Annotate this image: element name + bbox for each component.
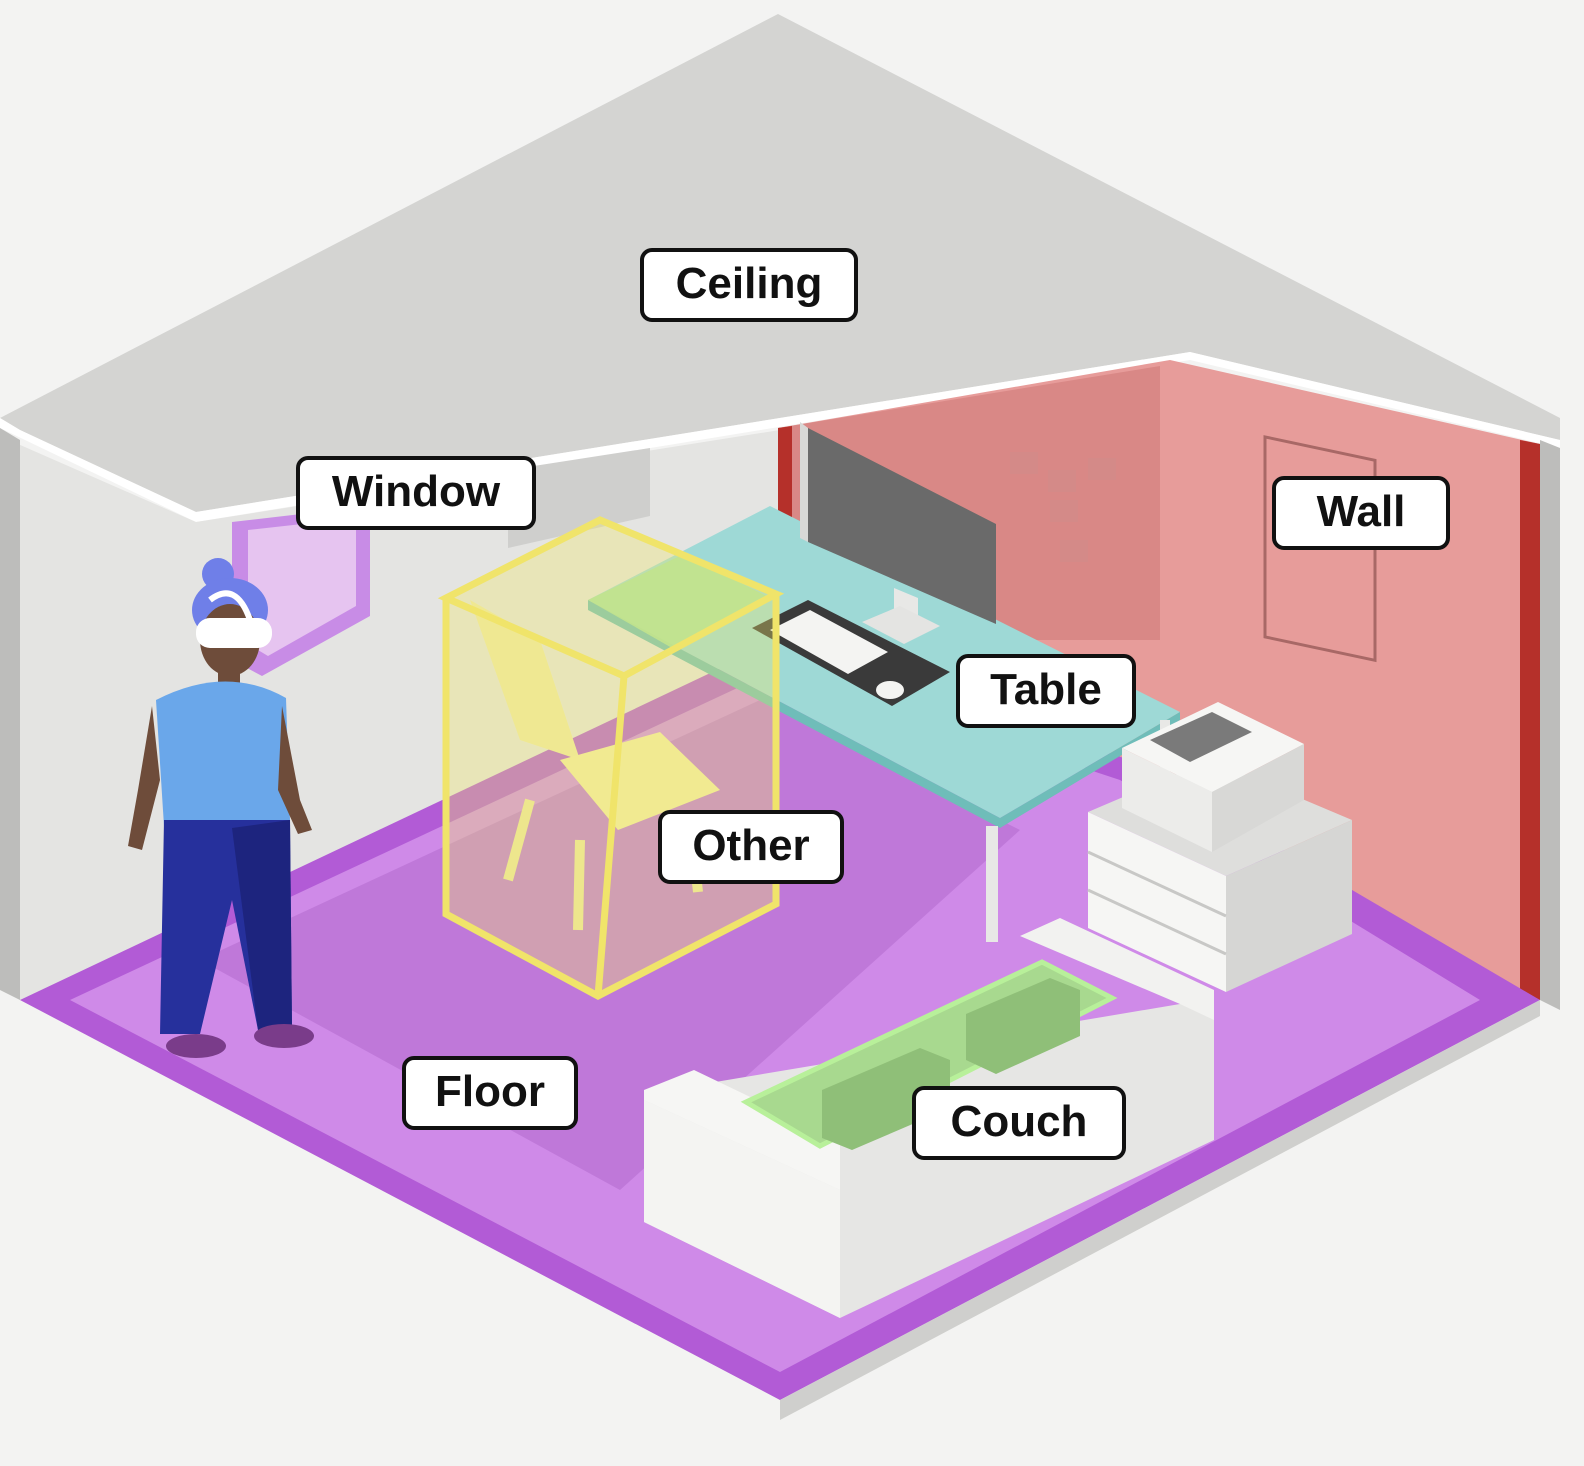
vr-headset-icon — [196, 618, 272, 648]
monitor-screen — [808, 428, 996, 624]
other-box-outline — [437, 516, 785, 1000]
monitor-bezel — [800, 422, 808, 542]
table-green-overlap — [588, 554, 770, 648]
keyboard — [770, 610, 888, 674]
window-glass — [248, 518, 356, 656]
chair-seat — [560, 732, 720, 830]
printer-tray — [1150, 712, 1252, 762]
cabinet-side — [1226, 820, 1352, 992]
monitor-base — [862, 606, 940, 644]
person-shoe-left — [166, 1034, 226, 1058]
person-arm-left — [128, 706, 160, 850]
wall-right-edge — [1520, 440, 1540, 1000]
chair-back — [470, 600, 580, 760]
couch-back-right — [1020, 918, 1214, 1150]
window-label: Window — [296, 456, 536, 530]
wall-picture-frame — [1263, 435, 1377, 663]
wall-note-2 — [1048, 470, 1076, 492]
printer-side — [1212, 744, 1304, 852]
couch-arm-left — [644, 1070, 840, 1190]
mouse — [876, 681, 904, 699]
chair-leg-2 — [573, 839, 585, 931]
couch-front — [644, 1100, 840, 1318]
couch-label: Couch — [912, 1086, 1126, 1160]
ceiling-label: Ceiling — [640, 248, 858, 322]
wall-note-5 — [1060, 540, 1088, 562]
right-outer-edge — [1540, 440, 1560, 1010]
left-wall-outer-edge — [0, 428, 20, 1000]
other-label: Other — [658, 810, 844, 884]
person-shoe-right — [254, 1024, 314, 1048]
person-arm-right — [278, 706, 312, 834]
cabinet-drawer-line-1 — [1087, 850, 1227, 918]
other-box-fill — [446, 520, 776, 996]
wall-note-3 — [1088, 458, 1116, 480]
person-pants-shade — [232, 820, 292, 1030]
cabinet-front — [1088, 812, 1226, 992]
table-leg-front — [986, 826, 998, 942]
vr-strap — [208, 590, 253, 622]
floor-label: Floor — [402, 1056, 578, 1130]
wall-note-1 — [1010, 452, 1038, 474]
wall-note-4 — [1050, 500, 1078, 522]
table-label: Table — [956, 654, 1136, 728]
chair-leg-1 — [503, 798, 535, 882]
cabinet-drawer-line-2 — [1087, 888, 1227, 956]
couch-cushion-1 — [822, 1048, 950, 1150]
person — [128, 558, 314, 1058]
floor-front-edge — [780, 1000, 1540, 1420]
couch-seat-outline — [740, 959, 1118, 1149]
printer-front — [1122, 748, 1212, 852]
wall-label: Wall — [1272, 476, 1450, 550]
person-shirt — [156, 681, 290, 826]
couch-cushion-2 — [966, 978, 1080, 1074]
